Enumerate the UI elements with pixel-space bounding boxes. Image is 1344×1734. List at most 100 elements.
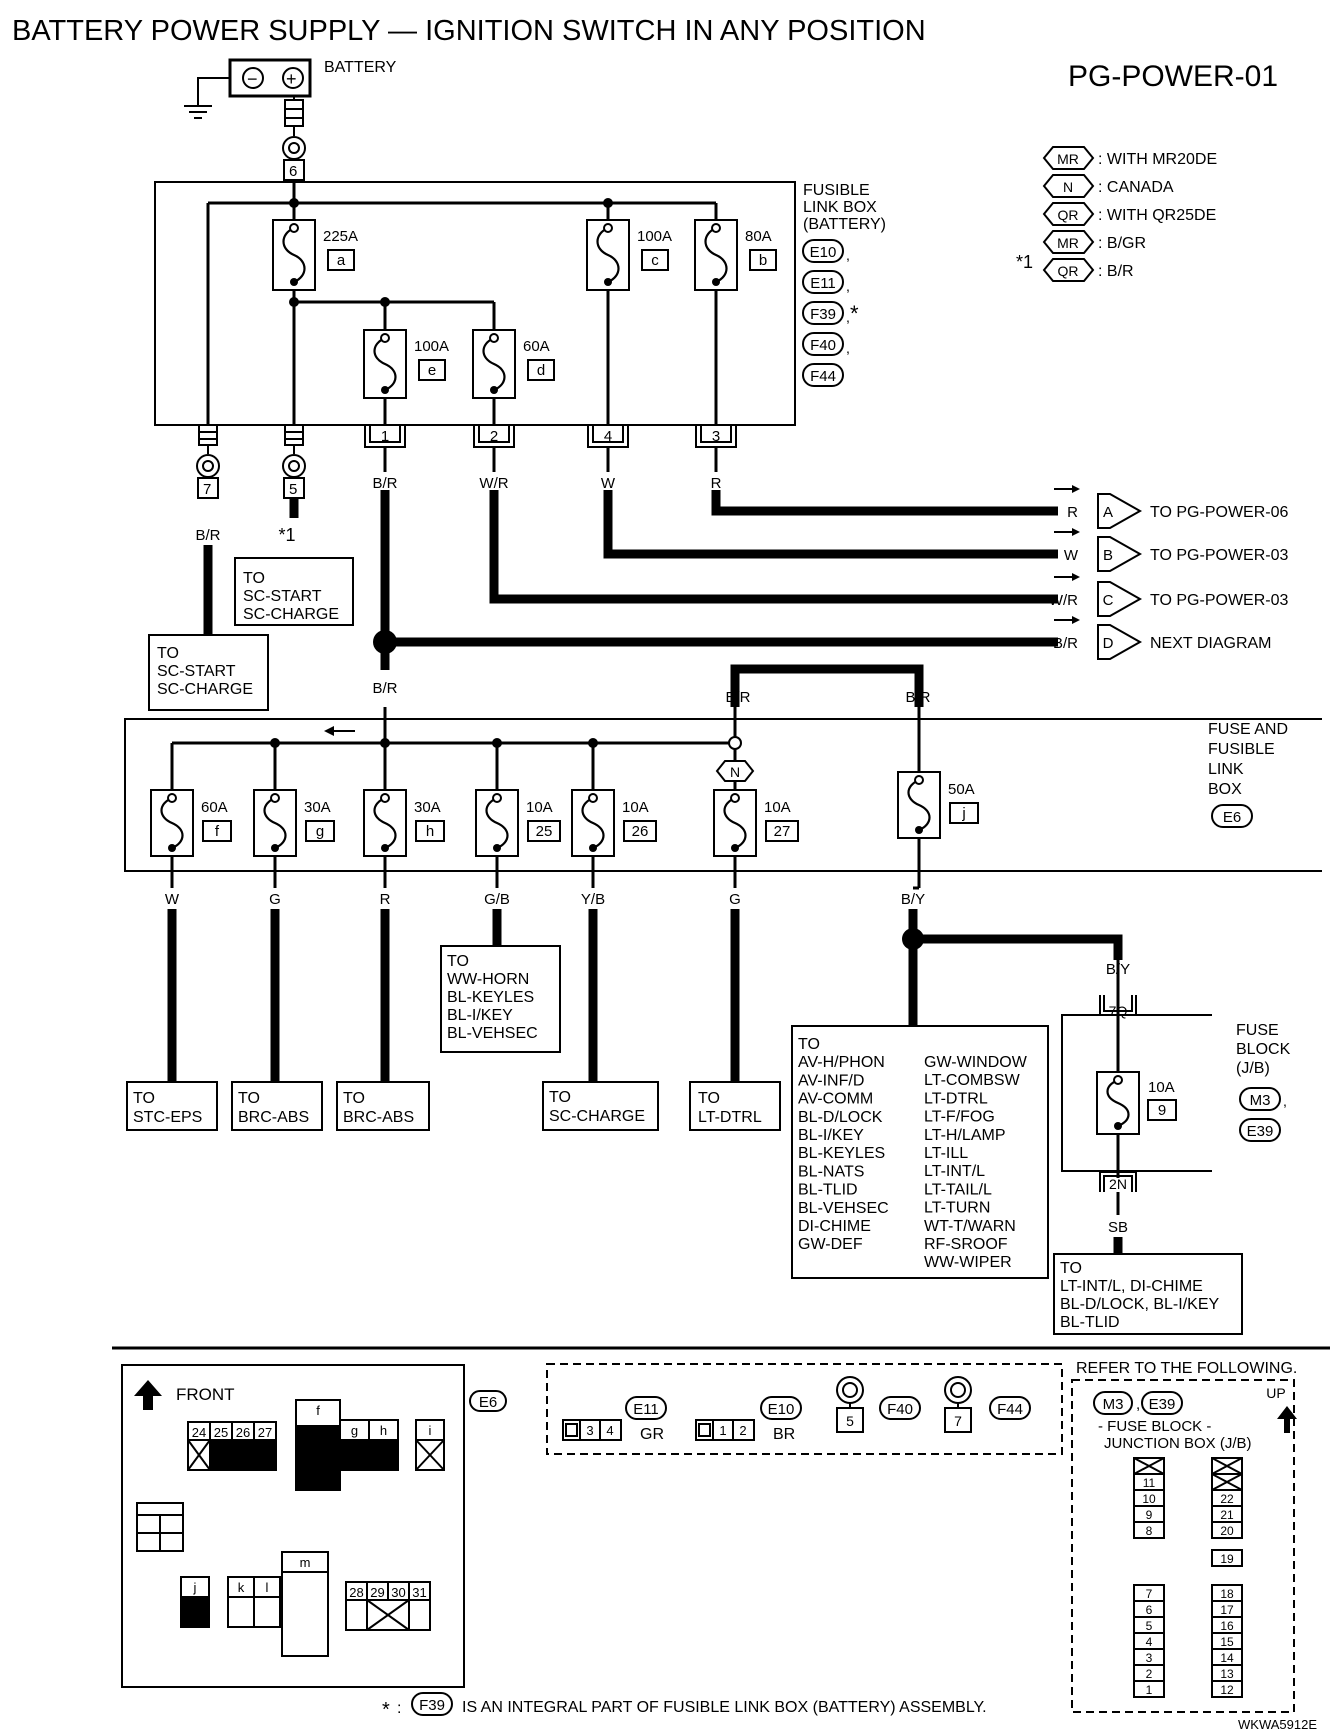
svg-text:a: a — [337, 252, 346, 269]
fuse-id: b — [749, 249, 777, 271]
connector-e6-pill: E6 — [1211, 804, 1253, 828]
plug-e10 — [695, 1419, 755, 1441]
fusible-link-internal-wiring — [206, 180, 718, 425]
svg-text:B: B — [1103, 547, 1113, 564]
svg-text:14: 14 — [1220, 1651, 1234, 1665]
svg-text:BRC-ABS: BRC-ABS — [343, 1109, 414, 1126]
terminal-2: 2 — [473, 425, 515, 472]
jb-cell: 2 — [1133, 1664, 1165, 1682]
svg-text:25: 25 — [214, 1425, 228, 1440]
connector-f40: F40 — [802, 332, 844, 356]
connector-sep: , — [1283, 1093, 1287, 1109]
dest-item: LT-H/LAMP — [924, 1127, 1006, 1144]
layout-cell — [295, 1425, 341, 1491]
dest-item: AV-H/PHON — [798, 1054, 885, 1071]
battery-label: BATTERY — [324, 59, 397, 76]
svg-text:,: , — [1136, 1396, 1140, 1413]
fuse-icon — [897, 771, 941, 839]
heavy-wires — [203, 490, 1058, 707]
connector-sep: , — [846, 309, 850, 325]
splice-dot — [373, 630, 397, 654]
jb-cell: 11 — [1133, 1473, 1165, 1491]
fuse-amp: 10A — [764, 799, 791, 816]
layout-cell: 28 — [345, 1581, 368, 1601]
jb-cell: 15 — [1211, 1632, 1243, 1650]
to-box-sc-start-1: TO SC-START SC-CHARGE — [234, 557, 354, 626]
dest-item: RF-SROOF — [924, 1236, 1008, 1253]
svg-text:E10: E10 — [810, 244, 837, 261]
layout-cell: j — [180, 1576, 210, 1598]
jb-cell: 22 — [1211, 1489, 1243, 1507]
pin: 2 — [739, 1423, 746, 1438]
fuse-amp: 100A — [637, 228, 672, 245]
svg-text:5: 5 — [1146, 1619, 1153, 1633]
svg-text:*1: *1 — [278, 525, 295, 545]
svg-text:28: 28 — [349, 1585, 363, 1600]
svg-text:10: 10 — [1142, 1492, 1156, 1506]
svg-text:3: 3 — [1146, 1651, 1153, 1665]
fuse-icon — [694, 219, 738, 291]
connector-m3: M3 — [1239, 1087, 1281, 1111]
dest-item: BL-KEYLES — [798, 1145, 885, 1162]
svg-text:QR: QR — [1058, 263, 1079, 279]
arrow-icon — [1072, 485, 1080, 493]
fuse-amp: 225A — [323, 228, 358, 245]
svg-text:FUSIBLE: FUSIBLE — [1208, 741, 1275, 758]
connector-f44: F44 — [989, 1396, 1031, 1420]
svg-text:TO: TO — [238, 1090, 260, 1107]
footnote-colon: : — [397, 1700, 401, 1717]
refer-label: REFER TO THE FOLLOWING. — [1076, 1360, 1297, 1377]
connector-e6: E6 — [1211, 804, 1253, 828]
battery-neg: − — [247, 69, 258, 89]
fuse-amp: 50A — [948, 781, 975, 798]
terminal-4: 4 — [587, 425, 629, 472]
to-box-stc-eps: TO STC-EPS — [126, 1081, 218, 1131]
output-destination: TO PG-POWER-03 — [1150, 547, 1288, 564]
fuse-block-jb — [1061, 1014, 1212, 1172]
fuse-icon — [1096, 1071, 1140, 1135]
svg-text:1: 1 — [1146, 1683, 1153, 1697]
svg-text:: CANADA: : CANADA — [1098, 179, 1174, 196]
layout-cell — [366, 1599, 410, 1631]
legend-item: MR: WITH MR20DE — [1042, 146, 1217, 170]
direction-arrow-icon — [324, 726, 355, 736]
output-wire-color: R — [1067, 504, 1078, 521]
refer-up: UP — [1266, 1385, 1285, 1401]
eyelet-f44: 7 — [944, 1376, 972, 1433]
dest-item: BL-NATS — [798, 1163, 864, 1180]
layout-cell — [281, 1571, 329, 1657]
fuse-id: h — [415, 820, 445, 842]
dest-item: LT-INT/L — [924, 1163, 985, 1180]
jb-cell: 7 — [1133, 1584, 1165, 1602]
svg-text:BL-TLID: BL-TLID — [1060, 1314, 1120, 1331]
dest-item: GW-WINDOW — [924, 1054, 1028, 1071]
fuse-icon — [363, 329, 407, 399]
pin: 4 — [606, 1423, 613, 1438]
svg-text:25: 25 — [536, 823, 553, 840]
svg-text:MR: MR — [1057, 151, 1079, 167]
svg-text:FUSE: FUSE — [1236, 1022, 1279, 1039]
dest-item: WW-WIPER — [924, 1254, 1012, 1271]
terminal-6: 6 — [289, 163, 297, 180]
arrow-icon — [1072, 573, 1080, 581]
svg-text:QR: QR — [1058, 207, 1079, 223]
dest-item: LT-F/FOG — [924, 1109, 995, 1126]
wire-color: GR — [640, 1426, 664, 1443]
svg-text:SC-CHARGE: SC-CHARGE — [243, 606, 339, 623]
fuse-id: 9 — [1147, 1099, 1177, 1121]
svg-text:B/R: B/R — [195, 527, 220, 544]
layout-cell: 27 — [253, 1421, 277, 1441]
jb-cell: 18 — [1211, 1584, 1243, 1602]
svg-text:A: A — [1103, 504, 1113, 521]
jb-cell: 3 — [1133, 1648, 1165, 1666]
svg-text:27: 27 — [258, 1425, 272, 1440]
svg-text:8: 8 — [1146, 1524, 1153, 1538]
plug-e11 — [562, 1419, 622, 1441]
connector-e10: E10 — [802, 239, 844, 263]
jb-cell: 19 — [1211, 1549, 1243, 1567]
